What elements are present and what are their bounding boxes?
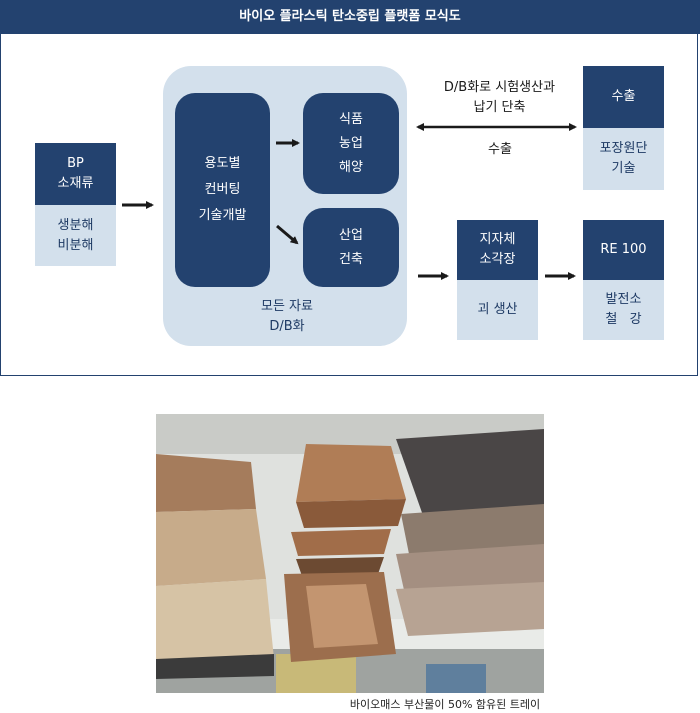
power-line: 발전소 xyxy=(605,292,642,307)
export-title: 수출 xyxy=(611,89,636,104)
converting-line-1: 용도별 xyxy=(204,156,241,171)
food-line-2: 농업 xyxy=(339,135,363,151)
packaging-line-1: 포장원단 xyxy=(599,141,648,156)
db-caption: 모든 자료 D/B화 xyxy=(223,296,351,338)
local-line-1: 지자체 xyxy=(479,232,516,247)
local-incinerator-box: 지자체 소각장 xyxy=(457,220,538,280)
photo-caption: 바이오매스 부산물이 50% 함유된 트레이 xyxy=(349,698,541,711)
bp-types-box: 생분해 비분해 xyxy=(35,205,116,266)
power-steel-box: 발전소 철 강 xyxy=(583,280,664,340)
export-arrow-label-line-1: D/B화로 시험생산과 xyxy=(443,80,556,95)
export-arrow-label-line-2: 납기 단축 xyxy=(473,100,526,115)
bp-materials-box: BP 소재류 xyxy=(35,143,116,205)
industry-line-2: 건축 xyxy=(339,251,363,267)
bp-line-1: BP xyxy=(67,156,84,171)
tray-photo-image xyxy=(156,414,544,693)
food-line-1: 식품 xyxy=(339,111,363,127)
db-caption-line-2: D/B화 xyxy=(269,319,305,334)
re100-box: RE 100 xyxy=(583,220,664,280)
bp-line-2: 소재류 xyxy=(57,176,94,191)
diagram-arrows xyxy=(122,123,577,280)
food-line-3: 해양 xyxy=(339,159,363,175)
bp-type-2: 비분해 xyxy=(57,237,94,253)
block-production-line: 괴 생산 xyxy=(477,302,518,317)
diagram-title: 바이오 플라스틱 탄소중립 플랫폼 모식도 xyxy=(0,0,700,34)
packaging-tech-box: 포장원단 기술 xyxy=(583,128,664,190)
diagram-frame xyxy=(0,0,698,376)
converting-box: 용도별 컨버팅 기술개발 xyxy=(175,93,270,287)
db-caption-line-1: 모든 자료 xyxy=(261,299,313,314)
export-arrow-sublabel: 수출 xyxy=(488,142,512,157)
export-arrow-label: D/B화로 시험생산과 납기 단축 xyxy=(432,77,567,119)
export-box: 수출 xyxy=(583,66,664,128)
packaging-line-2: 기술 xyxy=(611,161,636,176)
food-agri-marine-box: 식품 농업 해양 xyxy=(303,93,399,194)
industry-construction-box: 산업 건축 xyxy=(303,208,399,287)
converting-line-3: 기술개발 xyxy=(198,208,247,223)
block-production-box: 괴 생산 xyxy=(457,280,538,340)
converting-line-2: 컨버팅 xyxy=(204,182,241,197)
re100-title: RE 100 xyxy=(600,242,647,257)
arrow-converting-to-industry xyxy=(276,224,299,245)
industry-line-1: 산업 xyxy=(339,227,363,243)
steel-line: 철 강 xyxy=(605,312,642,327)
local-line-2: 소각장 xyxy=(479,252,516,267)
tray-photo xyxy=(156,414,544,693)
bp-type-1: 생분해 xyxy=(57,217,94,233)
